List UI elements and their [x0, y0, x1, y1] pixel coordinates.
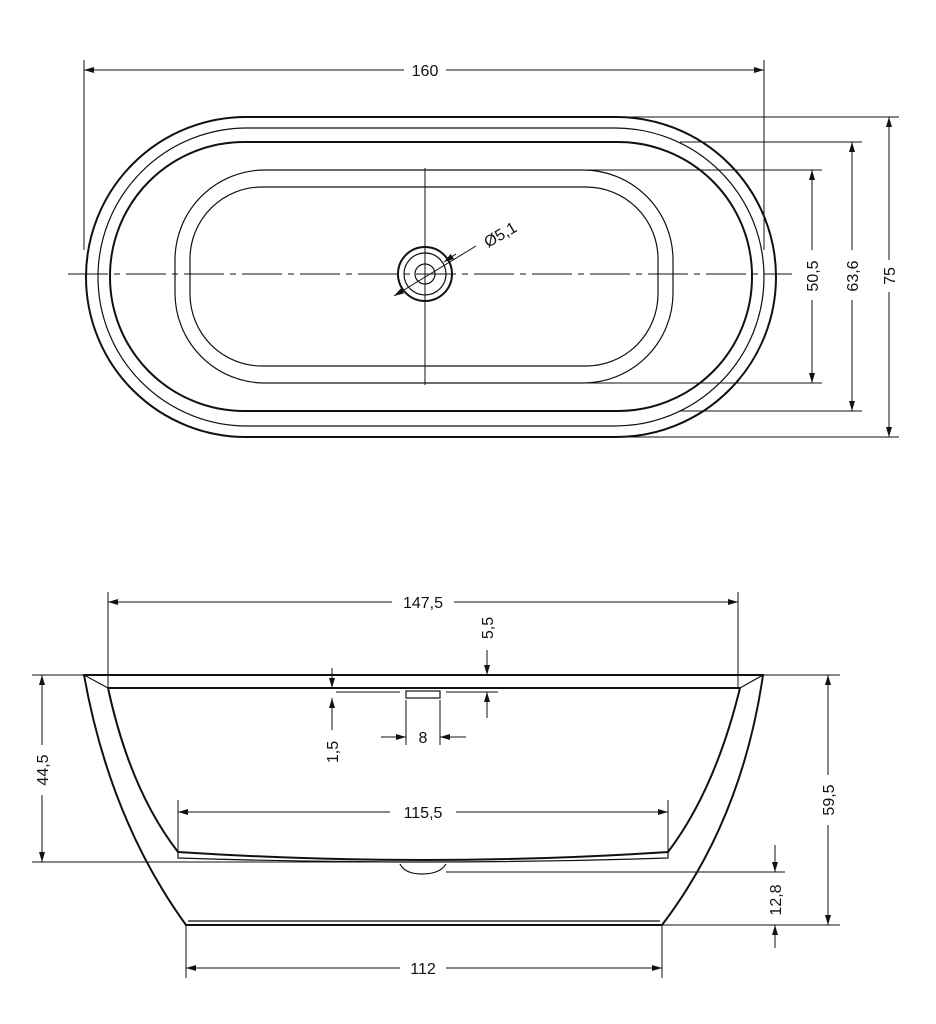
side-view: 147,5 5,5 1,5 8 44,5 [32, 592, 840, 978]
overall-height-label: 59,5 [821, 784, 838, 815]
dimension-rim-thickness: 1,5 [325, 668, 342, 763]
outer-rim-outline [85, 116, 777, 438]
basin-floor-length-label: 115,5 [404, 805, 443, 822]
rim-length-label: 147,5 [403, 595, 443, 612]
dimension-length: 160 [83, 60, 765, 250]
dimension-overflow-offset: 5,5 [480, 617, 497, 718]
dimension-overflow-width: 8 [381, 700, 466, 747]
overflow-offset-label: 5,5 [480, 617, 497, 639]
rim-edge-outline [97, 127, 765, 427]
dimension-basin-width: 50,5 [805, 170, 822, 383]
basin-outline [174, 169, 674, 384]
dimension-rim-length: 147,5 [107, 592, 739, 688]
dimension-base-length: 112 [185, 925, 663, 978]
inner-depth-label: 44,5 [35, 754, 52, 785]
length-label: 160 [412, 63, 439, 80]
base-length-label: 112 [410, 961, 436, 978]
dimension-inner-rim-width: 63,6 [845, 142, 862, 411]
base-height-label: 12,8 [768, 884, 785, 915]
inner-rim-width-label: 63,6 [845, 260, 862, 291]
drain: Ø5,1 [393, 219, 521, 302]
inner-rim-outline [109, 141, 753, 412]
basin-width-label: 50,5 [805, 260, 822, 291]
drain-diameter-label: Ø5,1 [482, 219, 521, 251]
basin-floor-outline [189, 186, 659, 367]
dimension-overall-width: 75 [882, 117, 899, 437]
overflow-width-label: 8 [419, 730, 428, 747]
dimension-base-height: 12,8 [446, 845, 785, 948]
top-view: Ø5,1 160 50,5 63,6 75 [68, 60, 899, 438]
dimension-basin-floor-length: 115,5 [177, 800, 669, 852]
drain-bump [399, 863, 447, 875]
overall-width-label: 75 [882, 267, 899, 285]
inner-basin-profile [107, 687, 741, 861]
overflow-slot [405, 690, 441, 699]
rim-thickness-label: 1,5 [325, 741, 342, 763]
dimension-inner-depth: 44,5 [32, 674, 400, 863]
outer-profile [82, 674, 765, 926]
dimension-overall-height: 59,5 [662, 674, 840, 926]
